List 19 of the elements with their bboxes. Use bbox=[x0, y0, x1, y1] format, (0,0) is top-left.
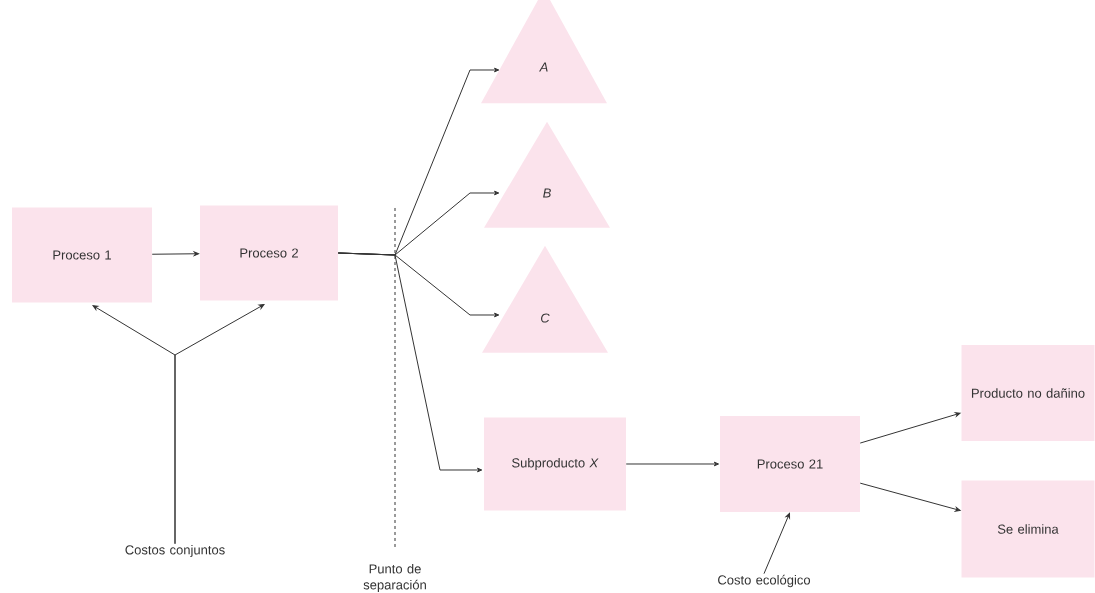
process-box: Subproducto X bbox=[484, 417, 626, 511]
arrow bbox=[859, 412, 961, 444]
arrow bbox=[337, 252, 483, 473]
arrow bbox=[151, 251, 200, 257]
process-box: Proceso 21 bbox=[720, 416, 860, 512]
product-triangle: B bbox=[484, 121, 610, 228]
cost-label: Costo ecológico bbox=[718, 574, 811, 588]
arrow bbox=[859, 482, 961, 512]
arrow bbox=[763, 512, 791, 575]
product-triangle: A bbox=[481, 0, 607, 104]
point-label: Punto de separación bbox=[363, 563, 426, 593]
process-box: Se elimina bbox=[961, 480, 1095, 578]
process-box: Producto no dañino bbox=[961, 345, 1095, 441]
arrow bbox=[625, 461, 720, 467]
cost-label: Costos conjuntos bbox=[125, 544, 225, 558]
product-triangle: C bbox=[482, 245, 608, 353]
process-box: Proceso 2 bbox=[200, 205, 338, 301]
arrow bbox=[174, 304, 265, 545]
process-box: Proceso 1 bbox=[12, 207, 152, 303]
